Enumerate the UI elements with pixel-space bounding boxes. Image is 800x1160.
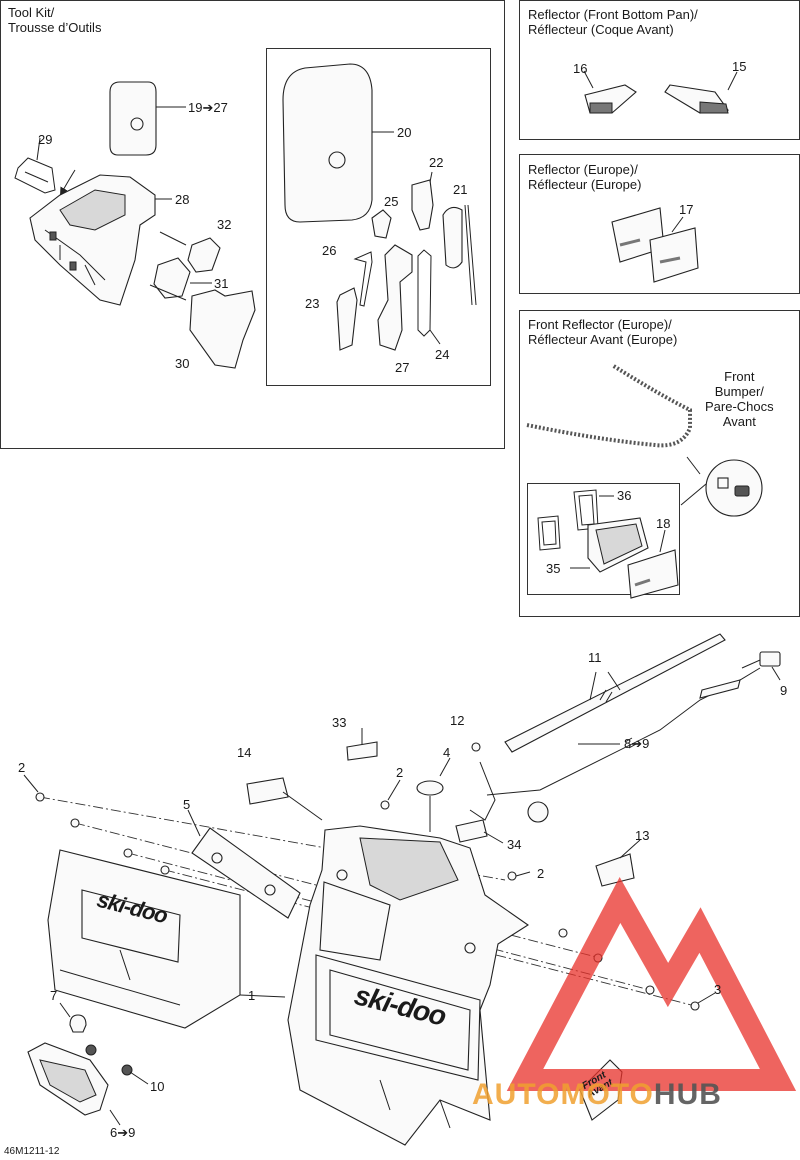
multi-tool-27	[377, 244, 413, 351]
ring-tool-24	[417, 249, 441, 345]
callout-3: 3	[714, 982, 722, 997]
front-bumper	[526, 363, 701, 475]
watermark-logo	[506, 877, 797, 1091]
callout-10: 10	[150, 1079, 165, 1094]
callout-22: 22	[429, 155, 444, 170]
reflector-17	[611, 207, 699, 283]
reflector-15	[664, 71, 738, 114]
callout-30: 30	[175, 356, 190, 371]
callout-35: 35	[546, 561, 561, 576]
callout-6-9: 6➔9	[110, 1125, 136, 1140]
front-panel-main	[287, 825, 529, 1146]
callout-18: 18	[656, 516, 671, 531]
tool-bag-large-20	[282, 63, 394, 223]
bumper-detail-circle	[680, 459, 763, 517]
socket-22	[411, 171, 434, 231]
decal-13	[595, 853, 635, 887]
watermark-auto: AUTO	[472, 1078, 561, 1111]
bulb-7	[59, 1002, 87, 1033]
callout-28: 28	[175, 192, 190, 207]
decal-14	[246, 777, 323, 821]
callout-2-left: 2	[18, 760, 26, 775]
callout-7: 7	[50, 988, 58, 1003]
emblem-4	[416, 780, 444, 832]
callout-2-center: 2	[396, 765, 404, 780]
callout-1: 1	[248, 988, 256, 1003]
callout-17: 17	[679, 202, 694, 217]
reflector-front-bottom-title: Reflector (Front Bottom Pan)/ Réflecteur…	[528, 7, 698, 37]
callout-14: 14	[237, 745, 252, 760]
callout-21: 21	[453, 182, 468, 197]
watermark-text: AUTOMOTOHUB	[472, 1078, 722, 1112]
callout-26: 26	[322, 243, 337, 258]
callout-36: 36	[617, 488, 632, 503]
strap-29	[14, 137, 76, 196]
tool-kit-bag-small	[109, 81, 186, 156]
callout-27: 27	[395, 360, 410, 375]
callout-34: 34	[507, 837, 522, 852]
front-bumper-label: Front Bumper/ Pare-Chocs Avant	[705, 369, 774, 429]
light-housing-6	[27, 1042, 121, 1126]
connector-12	[469, 761, 496, 821]
housing-35	[570, 517, 649, 573]
protector-11	[504, 633, 726, 753]
decal-33	[346, 741, 378, 761]
tool-kit-housing	[29, 174, 172, 306]
leader-lines	[23, 666, 781, 1004]
callout-12: 12	[450, 713, 465, 728]
reflector-16	[583, 70, 637, 114]
decal-34	[455, 819, 488, 843]
callout-4: 4	[443, 745, 451, 760]
watermark-hub: HUB	[653, 1078, 722, 1111]
callout-5: 5	[183, 797, 191, 812]
callout-33: 33	[332, 715, 347, 730]
callout-13: 13	[635, 828, 650, 843]
callout-8-9: 8➔9	[624, 736, 650, 751]
reflector-europe-title: Reflector (Europe)/ Réflecteur (Europe)	[528, 162, 642, 192]
callout-25: 25	[384, 194, 399, 209]
callout-9: 9	[780, 683, 788, 698]
reflector-18	[627, 529, 679, 599]
callout-2-right: 2	[537, 866, 545, 881]
nut-10	[85, 1044, 149, 1085]
pad-31	[153, 257, 212, 299]
watermark-moto: MOTO	[560, 1078, 654, 1111]
side-panel-left	[47, 849, 241, 1029]
callout-16: 16	[573, 61, 588, 76]
callout-31: 31	[214, 276, 229, 291]
callout-24: 24	[435, 347, 450, 362]
pad-30	[149, 284, 256, 369]
front-reflector-europe-title: Front Reflector (Europe)/ Réflecteur Ava…	[528, 317, 678, 347]
callout-32: 32	[217, 217, 232, 232]
pad-32	[159, 231, 221, 273]
callout-20: 20	[397, 125, 412, 140]
diagram-code: 46M1211-12	[4, 1146, 60, 1157]
callout-29: 29	[38, 132, 53, 147]
callout-15: 15	[732, 59, 747, 74]
tool-kit-title: Tool Kit/ Trousse d’Outils	[8, 5, 102, 35]
screwdriver-21	[442, 204, 477, 306]
callout-23: 23	[305, 296, 320, 311]
callout-11: 11	[588, 650, 602, 665]
reflector-front-bottom-panel	[519, 0, 800, 140]
hex-key-26	[353, 251, 373, 307]
wire-harness-8	[486, 651, 781, 823]
wrench-23	[336, 287, 358, 351]
bracket-5	[191, 827, 301, 919]
callout-19-27: 19➔27	[188, 100, 228, 115]
spark-plug-tool-25	[371, 209, 392, 239]
